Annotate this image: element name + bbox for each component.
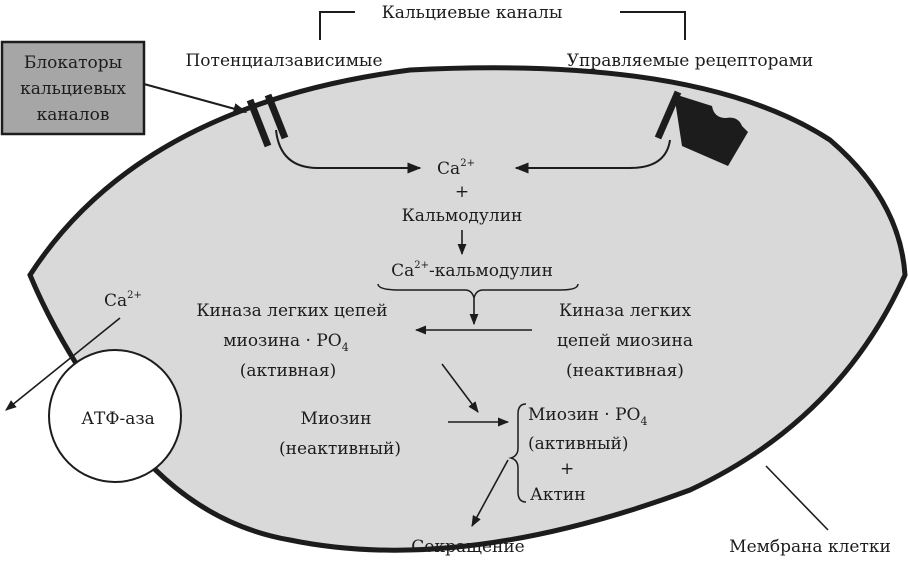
myosin-inactive-line2: (неактивный) xyxy=(279,439,401,459)
blocker-arrow xyxy=(143,83,248,115)
kinase-inactive-line1: Киназа легких xyxy=(559,301,691,321)
myosin-phospho-line1: Миозин · PO4 xyxy=(528,405,648,428)
calcium-channels-title: Кальциевые каналы xyxy=(382,3,563,23)
membrane-pointer xyxy=(765,465,829,531)
voltage-channel-icon xyxy=(246,93,289,148)
receptor-channel-ca-arrow xyxy=(514,139,671,174)
blockers-line2: кальциевых xyxy=(20,79,126,99)
kinase-active-line3: (активная) xyxy=(240,361,337,381)
blockers-line1: Блокаторы xyxy=(24,53,122,73)
ca-left-label: Ca2+ xyxy=(104,290,142,311)
atpase-pump xyxy=(48,349,182,483)
myosin-inactive-line1: Миозин xyxy=(301,409,372,429)
kinase-to-myosin-arrow xyxy=(441,363,479,413)
ca-efflux-arrow xyxy=(5,317,121,411)
kinase-inactive-line3: (неактивная) xyxy=(566,361,684,381)
myosin-actin-plus: + xyxy=(560,459,574,479)
contraction-label: Сокращение xyxy=(411,537,524,557)
myosin-actin-brace xyxy=(508,403,527,503)
kinase-inactive-line2: цепей миозина xyxy=(557,331,693,351)
receptor-channel-icon xyxy=(654,90,748,166)
receptor-operated-label: Управляемые рецепторами xyxy=(567,51,813,71)
voltage-dependent-label: Потенциалзависимые xyxy=(185,51,382,71)
calcium-channels-bracket xyxy=(319,11,686,40)
atpase-label: АТФ-аза xyxy=(81,409,155,429)
ca-ion-label: Ca2+ xyxy=(437,158,475,179)
actin-label: Актин xyxy=(530,485,586,505)
plus-sign: + xyxy=(455,182,469,202)
cell-membrane xyxy=(27,65,908,553)
voltage-channel-ca-arrow xyxy=(275,129,422,174)
contraction-arrow xyxy=(471,459,509,527)
myosin-phospho-line2: (активный) xyxy=(528,434,629,454)
blockers-box xyxy=(0,40,146,136)
membrane-label: Мембрана клетки xyxy=(729,537,891,557)
calmodulin-label: Кальмодулин xyxy=(402,206,523,226)
blockers-line3: каналов xyxy=(37,105,110,125)
ca-calmodulin-label: Ca2+-кальмодулин xyxy=(391,260,553,281)
kinase-active-line2: миозина · PO4 xyxy=(223,331,348,354)
kinase-active-line1: Киназа легких цепей xyxy=(196,301,387,321)
